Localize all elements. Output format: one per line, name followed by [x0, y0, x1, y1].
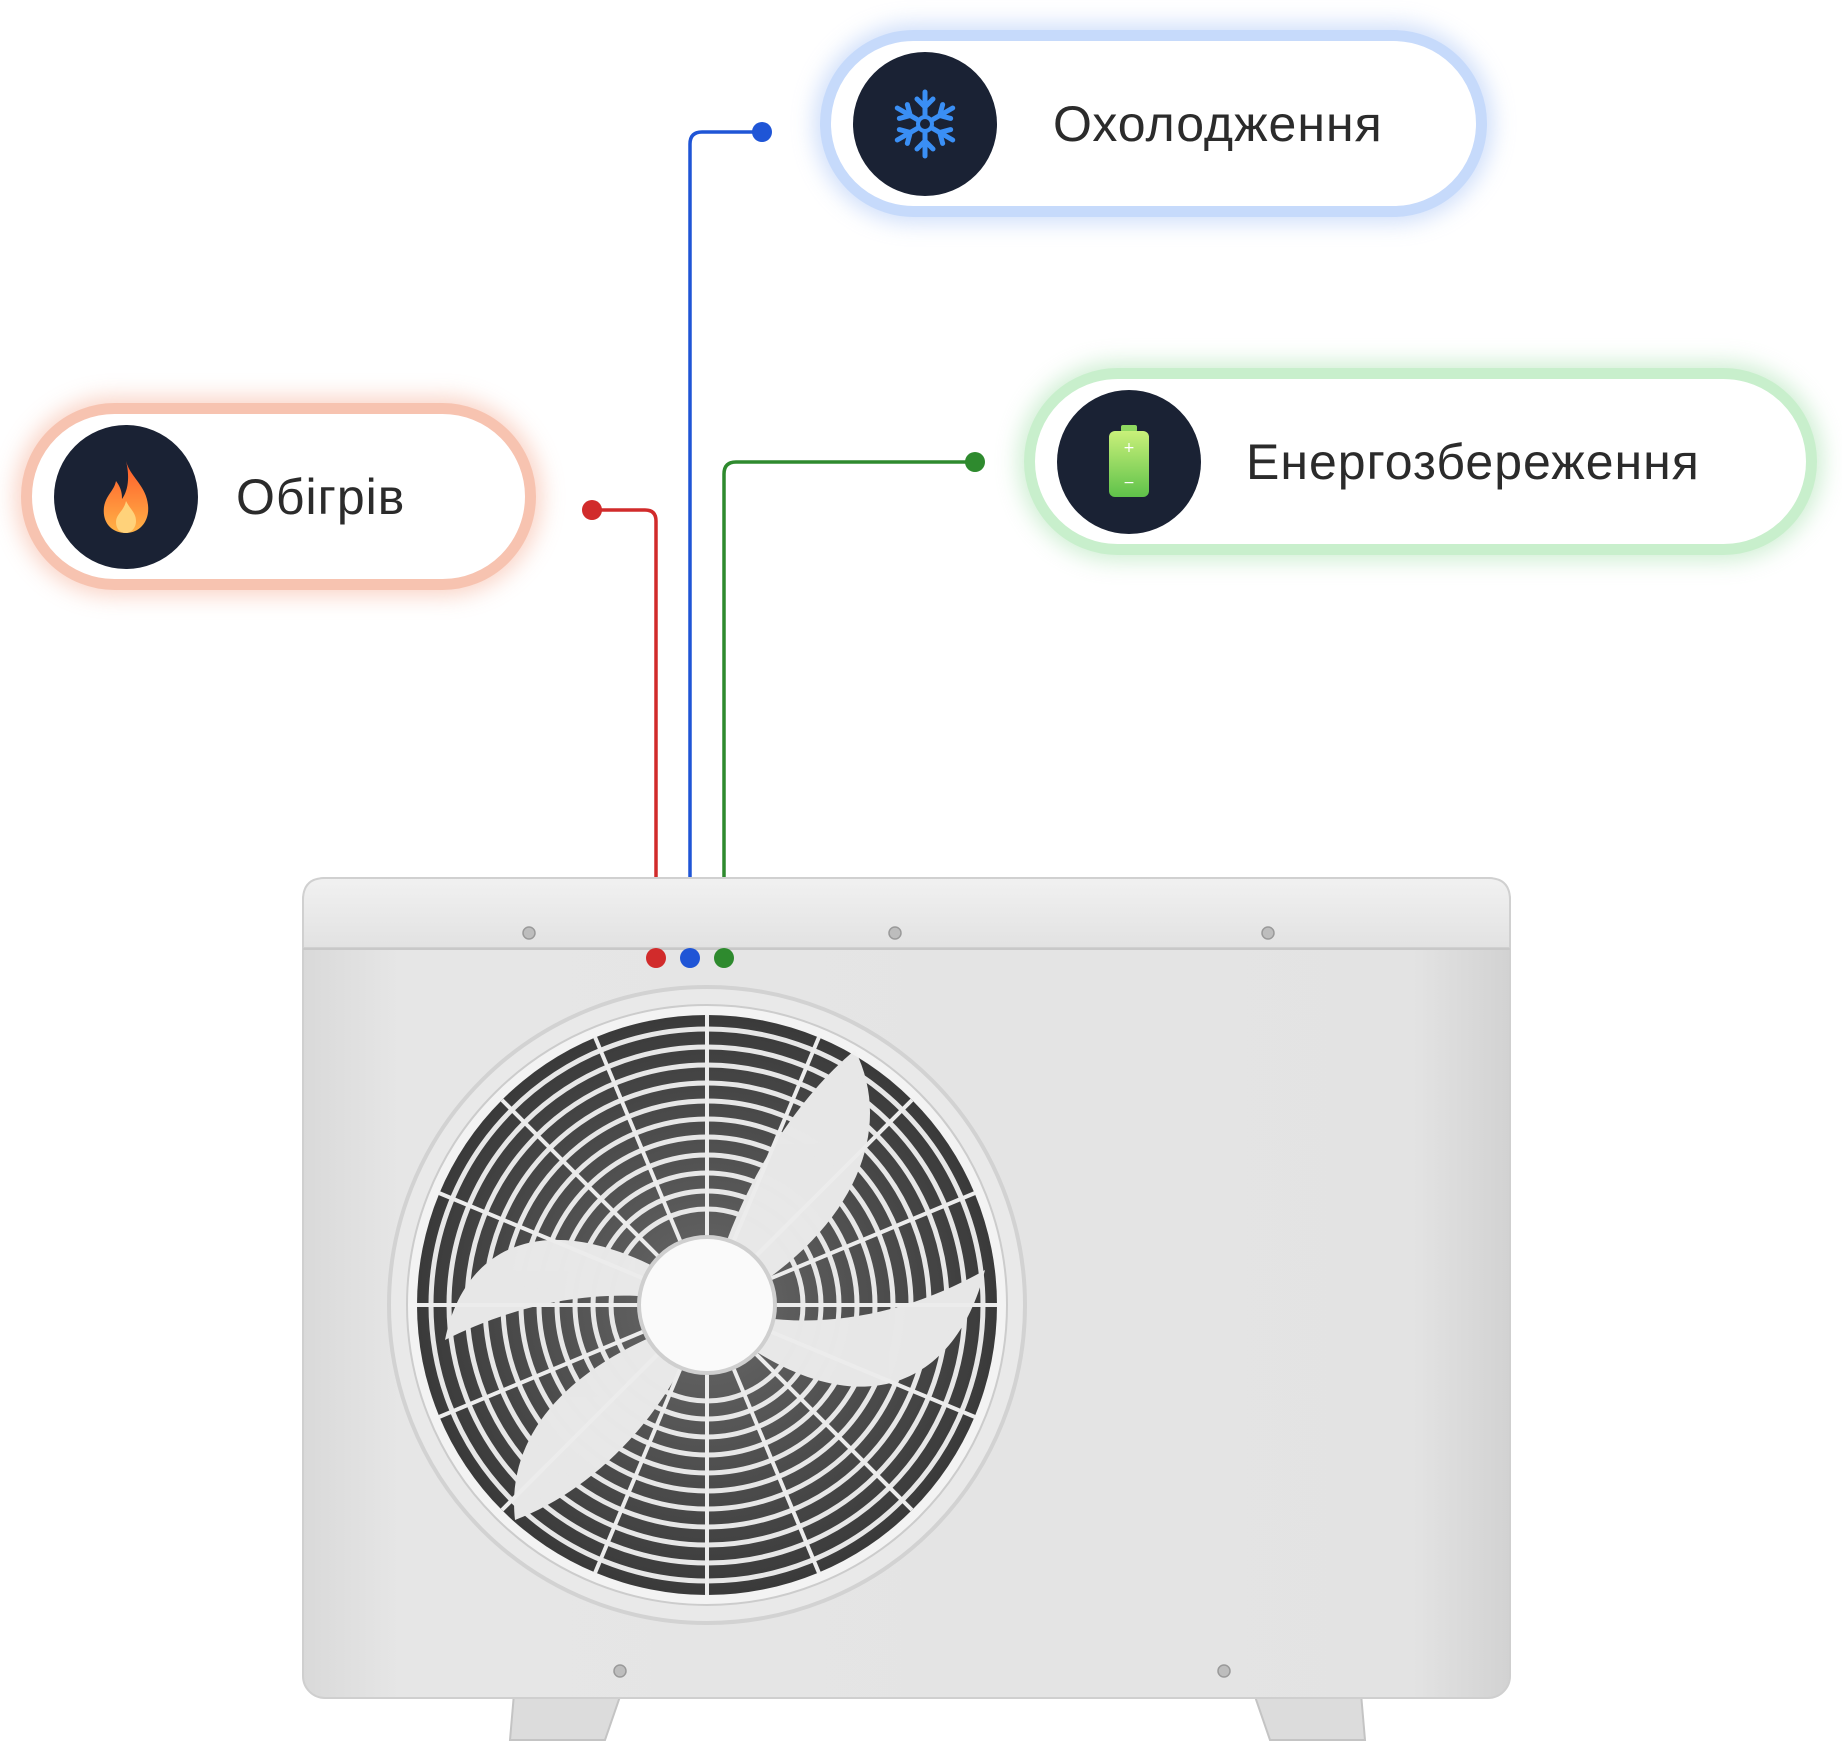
flame-icon: [54, 425, 198, 569]
heat-pump-unit: [302, 877, 1511, 1741]
battery-icon: + −: [1057, 390, 1201, 534]
heat-connector-line: [592, 508, 658, 958]
mode-cooling-pill: Охолодження: [820, 30, 1487, 217]
mode-energy-saving-pill: + − Енергозбереження: [1024, 368, 1817, 555]
svg-text:−: −: [1123, 475, 1135, 491]
eco-connector-dot-start: [965, 452, 985, 472]
snowflake-icon: [853, 52, 997, 196]
eco-connector-line: [722, 460, 975, 958]
mode-cooling-label: Охолодження: [1053, 95, 1383, 152]
unit-screws: [522, 926, 1275, 1678]
heat-connector-dot-start: [582, 500, 602, 520]
unit-top-panel: [302, 877, 1511, 949]
mode-energy-saving-label: Енергозбереження: [1246, 433, 1700, 490]
svg-text:+: +: [1123, 440, 1135, 456]
mode-heating-pill: Обігрів: [21, 403, 536, 590]
mode-heating-label: Обігрів: [236, 468, 406, 525]
fan-hub: [637, 1235, 777, 1375]
cool-connector-line: [688, 130, 762, 958]
cool-connector-dot-start: [752, 122, 772, 142]
